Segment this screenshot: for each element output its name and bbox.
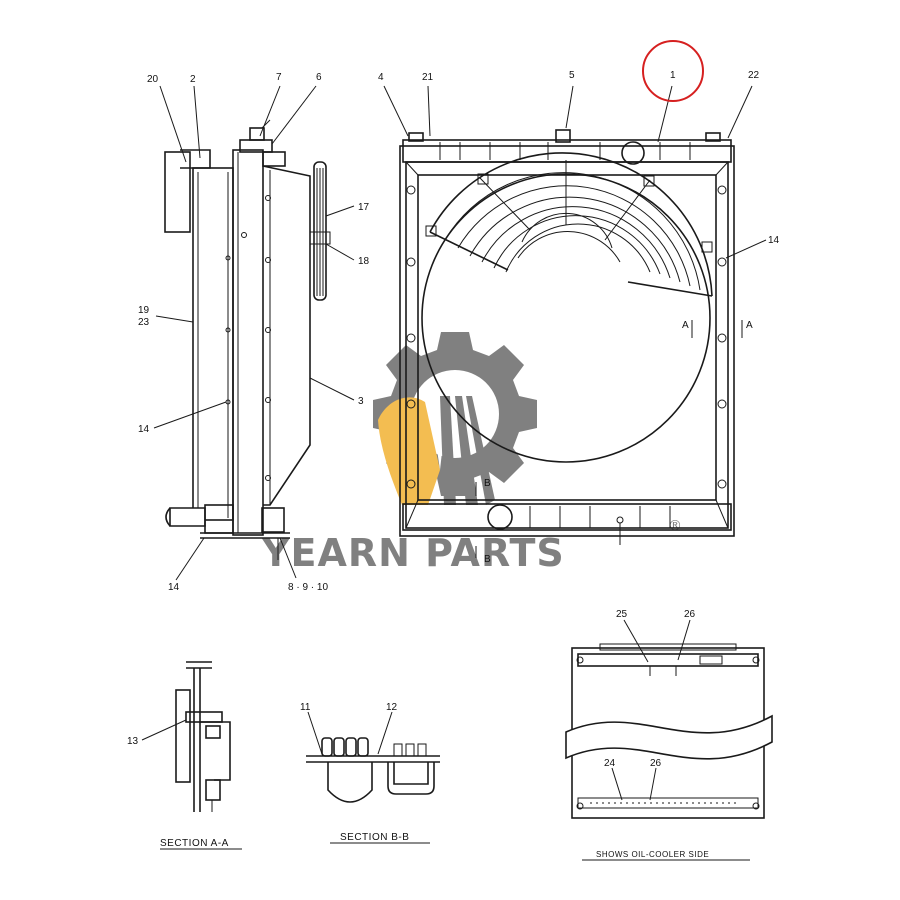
section-marker-a-right: A bbox=[746, 320, 753, 331]
section-a-a-title: SECTION A-A bbox=[160, 838, 229, 849]
callout-6: 6 bbox=[316, 72, 322, 83]
callout-23: 23 bbox=[138, 317, 150, 328]
callout-11: 11 bbox=[300, 702, 311, 713]
oil-cooler-view bbox=[565, 643, 773, 819]
callout-18: 18 bbox=[358, 256, 370, 267]
callout-12: 12 bbox=[386, 702, 398, 713]
callout-2: 2 bbox=[190, 74, 196, 85]
section-marker-b-top: B bbox=[484, 478, 491, 489]
callout-labels: 20 2 7 6 4 21 5 1 22 17 18 14 19 23 A A … bbox=[127, 70, 780, 769]
callout-13: 13 bbox=[127, 736, 139, 747]
radiator-side-view bbox=[164, 119, 331, 560]
callout-8-9-10: 8 · 9 · 10 bbox=[288, 582, 328, 593]
leader-lines bbox=[141, 85, 767, 801]
callout-20: 20 bbox=[147, 74, 159, 85]
section-a-a bbox=[175, 661, 231, 812]
callout-4: 4 bbox=[378, 72, 384, 83]
fan-guard bbox=[425, 152, 713, 297]
callout-14-bottom: 14 bbox=[168, 582, 180, 593]
oil-cooler-title: SHOWS OIL-COOLER SIDE bbox=[596, 850, 709, 859]
watermark-brand: YEARN PARTS bbox=[261, 531, 565, 575]
watermark-logo: YEARN PARTS ® bbox=[261, 332, 682, 575]
callout-7: 7 bbox=[276, 72, 282, 83]
callout-5: 5 bbox=[569, 70, 575, 81]
callout-26-top: 26 bbox=[684, 609, 696, 620]
callout-24: 24 bbox=[604, 758, 616, 769]
section-b-b-title: SECTION B-B bbox=[340, 832, 409, 843]
section-marker-a-left: A bbox=[682, 320, 689, 331]
radiator-front-view bbox=[399, 129, 743, 558]
callout-1: 1 bbox=[670, 70, 676, 81]
section-b-b bbox=[306, 737, 440, 803]
callout-22: 22 bbox=[748, 70, 760, 81]
callout-26-bottom: 26 bbox=[650, 758, 662, 769]
callout-14-mid: 14 bbox=[138, 424, 150, 435]
section-marker-b-bottom: B bbox=[484, 554, 491, 565]
callout-19: 19 bbox=[138, 305, 150, 316]
callout-3: 3 bbox=[358, 396, 364, 407]
callout-25: 25 bbox=[616, 609, 628, 620]
callout-21: 21 bbox=[422, 72, 434, 83]
highlight-circle bbox=[642, 40, 704, 102]
callout-17: 17 bbox=[358, 202, 370, 213]
callout-14-right: 14 bbox=[768, 235, 780, 246]
leaf-icon bbox=[378, 397, 440, 505]
